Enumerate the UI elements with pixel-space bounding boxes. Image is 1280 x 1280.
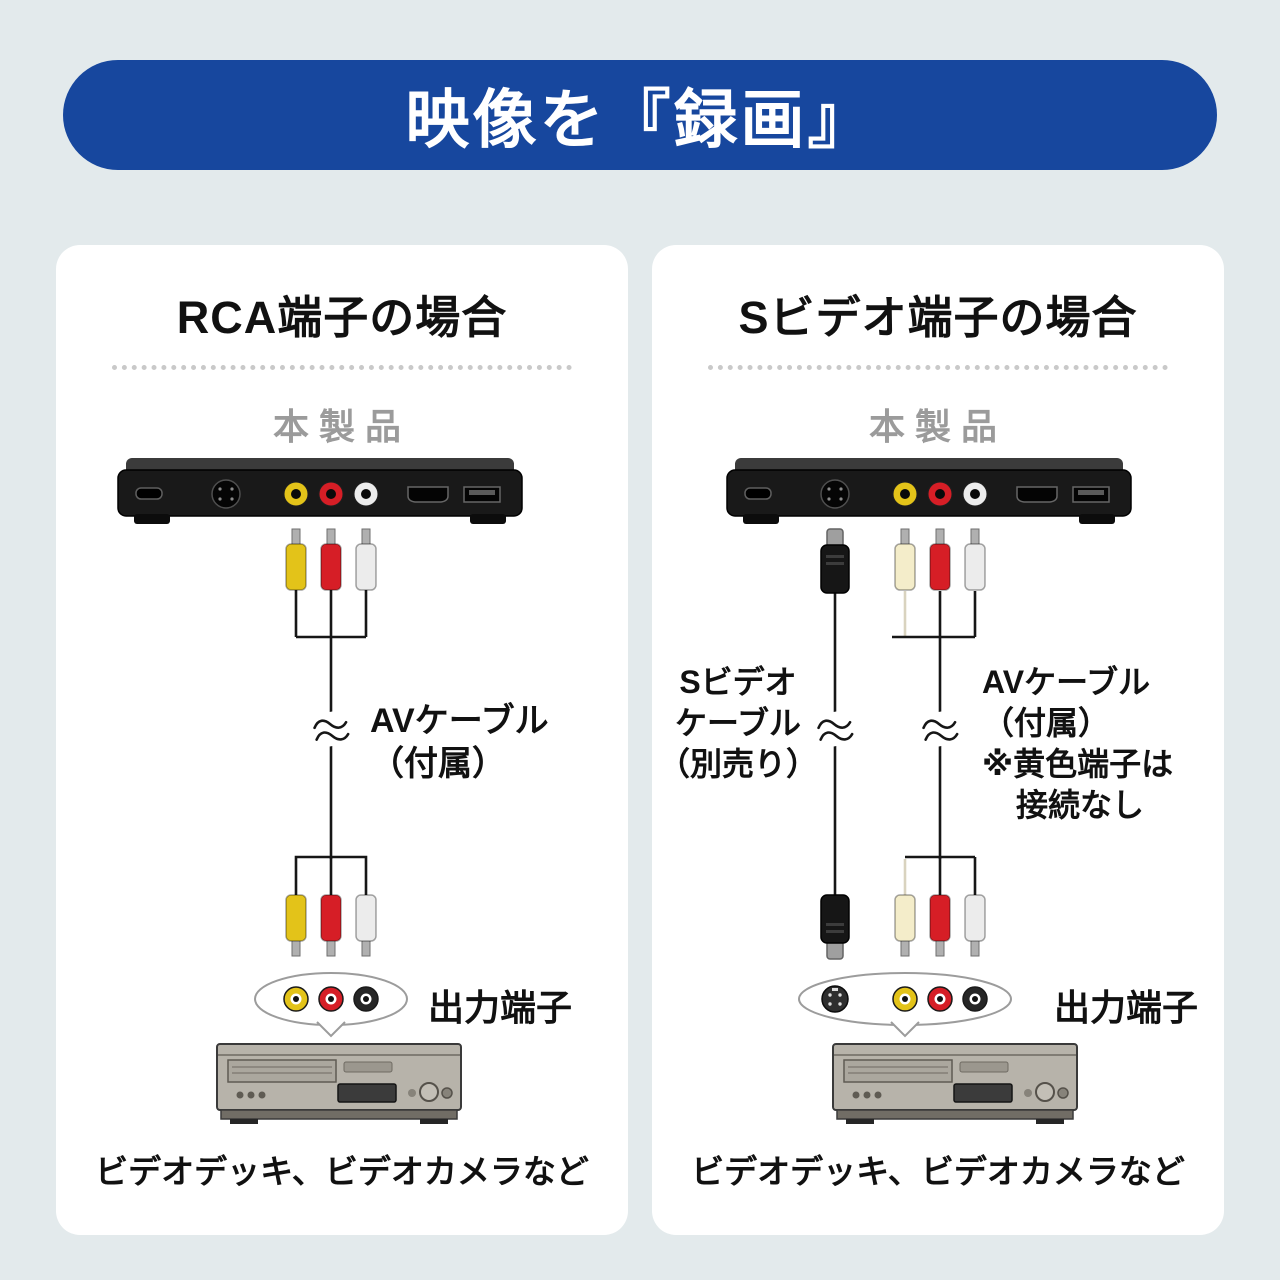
header-banner: 映像を『録画』 bbox=[63, 60, 1217, 170]
output-jack-yellow bbox=[892, 986, 918, 1012]
svideo-connection-diagram bbox=[726, 457, 1132, 1125]
output-terminal-label: 出力端子 bbox=[428, 987, 573, 1028]
output-jack-black bbox=[962, 986, 988, 1012]
rca-connection-card: RCA端子の場合 本製品 AVケーブル （付属） 出力端子 ビデオデッキ、ビデオ… bbox=[56, 245, 628, 1235]
output-jack-red bbox=[927, 986, 953, 1012]
av-cable-label-line1: AVケーブル bbox=[370, 702, 549, 740]
rca-plug-white-lower bbox=[964, 894, 986, 957]
dotted-divider bbox=[708, 365, 1168, 370]
rca-plug-yellow-unused-upper bbox=[894, 528, 916, 591]
rca-plug-yellow-lower bbox=[285, 894, 307, 957]
dotted-divider bbox=[112, 365, 572, 370]
av-cable-lower-lines bbox=[294, 855, 368, 899]
output-jack-svideo bbox=[821, 985, 849, 1013]
svideo-plug-upper bbox=[820, 528, 850, 594]
capture-device-illustration bbox=[117, 457, 523, 525]
av-cable-note-line1: ※黄色端子は bbox=[982, 746, 1174, 782]
rca-plug-white-upper bbox=[355, 528, 377, 591]
av-cable-label-line2: （付属） bbox=[982, 705, 1111, 741]
rca-plug-red-upper bbox=[929, 528, 951, 591]
av-cable-label: AVケーブル （付属） ※黄色端子は 接続なし bbox=[982, 662, 1173, 826]
vcr-illustration bbox=[832, 1043, 1078, 1125]
output-jack-red bbox=[318, 986, 344, 1012]
product-label: 本製品 bbox=[272, 406, 411, 447]
av-cable-lower-lines bbox=[905, 855, 977, 899]
capture-device-illustration bbox=[726, 457, 1132, 525]
vcr-illustration bbox=[216, 1043, 462, 1125]
rca-plug-white-upper bbox=[964, 528, 986, 591]
rca-plug-red-lower bbox=[929, 894, 951, 957]
av-cable-label: AVケーブル （付属） bbox=[370, 700, 549, 786]
card-title-rca: RCA端子の場合 bbox=[176, 292, 508, 343]
card-caption: ビデオデッキ、ビデオカメラなど bbox=[95, 1153, 589, 1190]
rca-plug-red-upper bbox=[320, 528, 342, 591]
svideo-connection-card: Sビデオ端子の場合 本製品 Sビデオ ケー bbox=[652, 245, 1224, 1235]
output-terminal-pointer bbox=[316, 1021, 346, 1038]
output-jack-black bbox=[353, 986, 379, 1012]
rca-connection-diagram bbox=[117, 457, 523, 1125]
page-title: 映像を『録画』 bbox=[405, 84, 875, 156]
cable-break-icon bbox=[304, 706, 358, 752]
cable-break-icon bbox=[913, 706, 967, 752]
av-cable-label-line1: AVケーブル bbox=[982, 664, 1151, 700]
card-title-svideo: Sビデオ端子の場合 bbox=[738, 292, 1138, 343]
av-cable-label-line2: （付属） bbox=[370, 745, 506, 783]
svideo-cable-label: Sビデオ ケーブル （別売り） bbox=[656, 662, 820, 785]
svideo-cable-label-line2: ケーブル bbox=[674, 705, 802, 741]
svideo-plug-lower bbox=[820, 894, 850, 960]
output-jack-yellow bbox=[283, 986, 309, 1012]
output-terminal-pointer bbox=[890, 1021, 920, 1038]
rca-plug-white-lower bbox=[355, 894, 377, 957]
rca-plug-yellow-unused-lower bbox=[894, 894, 916, 957]
output-terminal-label: 出力端子 bbox=[1054, 987, 1199, 1028]
card-caption: ビデオデッキ、ビデオカメラなど bbox=[691, 1153, 1185, 1190]
rca-plug-red-lower bbox=[320, 894, 342, 957]
svideo-cable-label-line1: Sビデオ bbox=[679, 664, 797, 700]
product-label: 本製品 bbox=[868, 406, 1007, 447]
rca-plug-yellow-upper bbox=[285, 528, 307, 591]
svideo-cable-label-line3: （別売り） bbox=[657, 746, 818, 782]
av-cable-note-line2: 接続なし bbox=[1016, 787, 1145, 823]
